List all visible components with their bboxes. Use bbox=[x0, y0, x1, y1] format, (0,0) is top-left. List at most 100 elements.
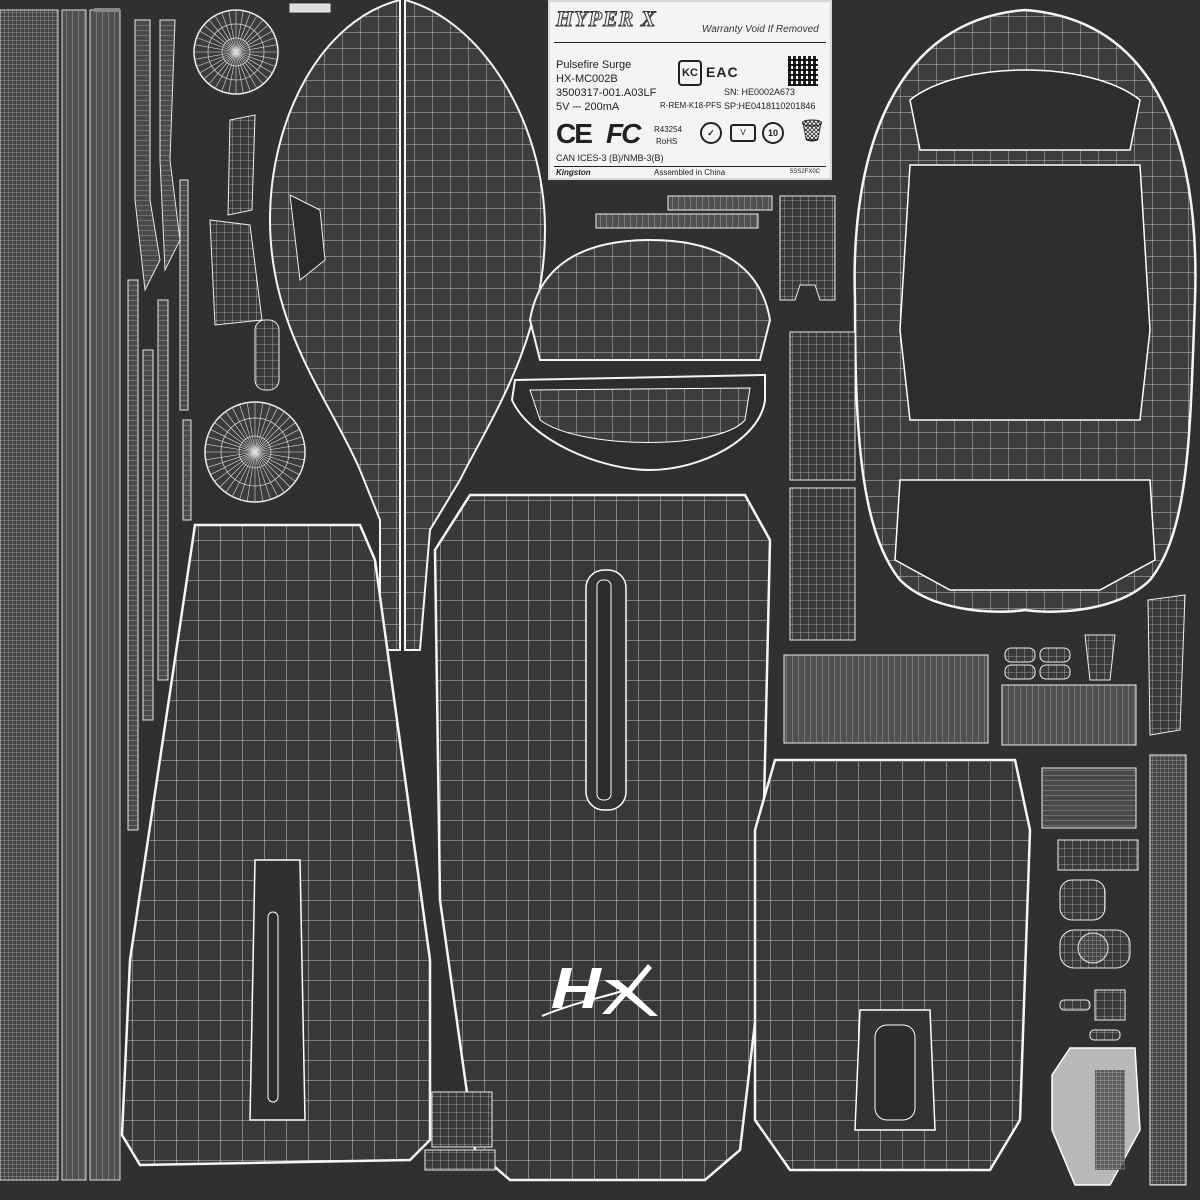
wheel-spoke bbox=[219, 416, 256, 453]
wheel-spoke bbox=[254, 416, 291, 453]
wheel-spoke bbox=[207, 451, 256, 468]
rohs-text: RoHS bbox=[656, 137, 678, 146]
wheel-spoke bbox=[203, 51, 237, 80]
wheel-spoke bbox=[208, 19, 237, 53]
product-label-sticker: HYPER X Warranty Void If Removed Pulsefi… bbox=[548, 0, 832, 180]
wheel-spoke bbox=[246, 451, 256, 502]
left-body-panel bbox=[120, 523, 432, 1167]
serial-number: SN: HE0002A673 bbox=[724, 87, 796, 97]
wheel-spoke bbox=[235, 24, 269, 53]
datamatrix-code bbox=[788, 56, 818, 86]
eac-mark: EAC bbox=[706, 64, 739, 80]
wheel-spoke bbox=[208, 51, 237, 85]
rohs-code: R43254 bbox=[654, 125, 683, 134]
warranty-text: Warranty Void If Removed bbox=[702, 24, 819, 35]
wheel-spoke bbox=[235, 51, 278, 60]
wheel-spoke bbox=[235, 51, 251, 92]
wheel-spoke bbox=[210, 429, 256, 453]
wheel-spoke bbox=[254, 451, 264, 502]
wheel-spoke bbox=[235, 37, 276, 53]
small-code: 5SS2FX0C bbox=[790, 169, 821, 175]
wheel-spoke bbox=[254, 451, 291, 488]
center-body-panel bbox=[433, 493, 772, 1182]
wheel-spoke bbox=[219, 451, 256, 488]
wheel-spoke bbox=[235, 51, 276, 67]
wheel-spoke bbox=[254, 451, 278, 497]
wheel-spoke bbox=[214, 422, 256, 453]
wheel-spoke bbox=[205, 443, 256, 453]
wheel-spoke bbox=[235, 10, 244, 53]
small-side-pieces bbox=[209, 3, 331, 391]
fc-mark: FC bbox=[606, 118, 641, 149]
wheel-spoke bbox=[235, 51, 244, 94]
wheel-spoke bbox=[199, 30, 237, 53]
thin-slivers bbox=[127, 19, 192, 831]
wheel-spoke bbox=[246, 402, 256, 453]
sp-code: SP:HE0418110201846 bbox=[724, 101, 816, 111]
wheel-spoke bbox=[203, 24, 237, 53]
side-panel-teardrop bbox=[268, 0, 547, 651]
ten-year-mark: 10 bbox=[762, 122, 784, 144]
right-bottom-panel bbox=[753, 758, 1032, 1172]
rcm-check-icon: ✓ bbox=[700, 122, 722, 144]
wheel-spoke bbox=[194, 51, 237, 60]
wheel-spoke bbox=[235, 51, 258, 89]
wheel-spoke bbox=[254, 429, 300, 453]
compliance-text: CAN ICES-3 (B)/NMB-3(B) bbox=[556, 153, 664, 163]
wheel-spoke bbox=[254, 451, 271, 500]
model-number: HX-MC002B bbox=[556, 73, 618, 85]
power-rating: 5V ⎓ 200mA bbox=[556, 101, 620, 113]
wheel-spoke bbox=[254, 451, 303, 468]
scroll-wheel-bottom bbox=[204, 401, 306, 503]
wheel-spoke bbox=[254, 411, 285, 453]
wheel-spoke bbox=[207, 436, 256, 453]
label-divider-bottom bbox=[554, 166, 826, 167]
wheel-spoke bbox=[194, 44, 237, 53]
wheel-spoke bbox=[235, 51, 269, 80]
wheel-spoke bbox=[254, 451, 305, 461]
wheel-spoke bbox=[232, 451, 256, 497]
assembled-text: Assembled in China bbox=[654, 168, 726, 177]
wheel-spoke bbox=[235, 51, 264, 85]
wheel-spoke bbox=[210, 451, 256, 475]
wheel-spoke bbox=[239, 451, 256, 500]
wheel-spoke bbox=[221, 12, 237, 53]
wheel-spoke bbox=[254, 407, 278, 453]
wheel-spoke bbox=[214, 15, 237, 53]
strip-pieces bbox=[595, 195, 836, 301]
wheel-spoke bbox=[254, 436, 303, 453]
wheel-spoke bbox=[239, 404, 256, 453]
button-domes bbox=[510, 238, 772, 472]
wheel-spoke bbox=[235, 30, 273, 53]
small-parts-cluster bbox=[424, 634, 1139, 1171]
wheel-spoke bbox=[225, 411, 256, 453]
scroll-wheel-top bbox=[193, 9, 279, 95]
vi-mark: V bbox=[730, 124, 756, 142]
part-number: 3500317-001.A03LF bbox=[556, 87, 657, 99]
wheel-spoke bbox=[232, 407, 256, 453]
wheel-spoke bbox=[214, 451, 256, 482]
left-grid-strips bbox=[0, 8, 121, 1181]
wheel-spoke bbox=[235, 44, 278, 53]
wheel-spoke bbox=[254, 422, 296, 453]
wheel-spoke bbox=[228, 51, 237, 94]
hyperx-logo: HYPER X bbox=[556, 6, 657, 32]
top-shell bbox=[853, 8, 1197, 613]
ce-mark: CE bbox=[556, 118, 593, 149]
wheel-spoke bbox=[254, 443, 305, 453]
wheel-spoke bbox=[221, 51, 237, 92]
wheel-spoke bbox=[235, 51, 273, 74]
wheel-spoke bbox=[254, 451, 300, 475]
rem-code: R-REM-K18-PFS bbox=[660, 101, 722, 110]
wheel-spoke bbox=[235, 19, 264, 53]
grey-piece bbox=[1051, 1047, 1141, 1186]
detail-blocks bbox=[783, 331, 1187, 1186]
wheel-spoke bbox=[196, 37, 237, 53]
kc-mark: KC bbox=[678, 60, 702, 86]
label-divider bbox=[554, 42, 826, 43]
wheel-spoke bbox=[254, 451, 296, 482]
wheel-spoke bbox=[214, 51, 237, 89]
wheel-spoke bbox=[225, 451, 256, 493]
wheel-spoke bbox=[235, 15, 258, 53]
